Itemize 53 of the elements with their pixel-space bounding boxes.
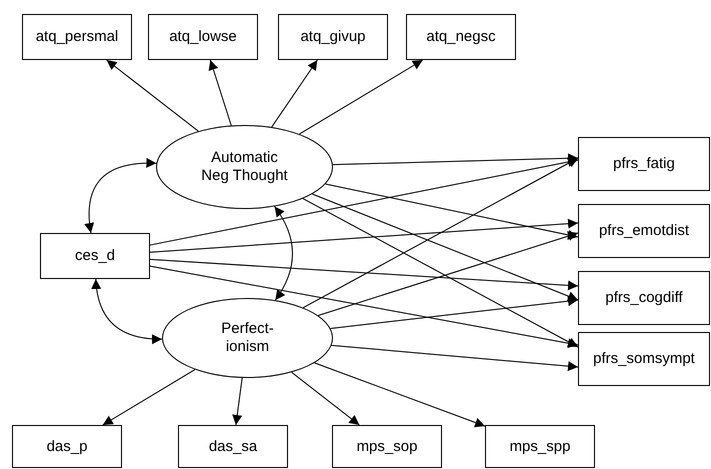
observed-variable-box <box>40 233 150 279</box>
path-arrow <box>298 60 424 135</box>
observed-variable-box <box>22 14 132 60</box>
observed-variable-box <box>406 14 516 60</box>
path-arrow <box>102 369 196 426</box>
variable-label: ces_d <box>74 247 116 265</box>
variable-label: mps_spp <box>510 438 570 456</box>
covariance-arrow <box>84 158 157 234</box>
variable-label: atq_givup <box>300 28 366 46</box>
path-arrow <box>291 372 360 426</box>
latent-variable-ellipse <box>156 125 333 209</box>
path-arrow <box>318 231 578 316</box>
observed-variable-box <box>332 425 442 468</box>
observed-variable-box <box>485 425 595 468</box>
path-arrow <box>150 266 578 348</box>
path-arrow <box>332 153 578 166</box>
latent-variable-ellipse <box>162 298 333 378</box>
variable-label: mps_sop <box>356 438 418 456</box>
variable-label: das_p <box>46 438 88 456</box>
observed-variable-box <box>278 14 388 60</box>
variable-label: atq_persmal <box>36 28 118 46</box>
path-arrow <box>208 60 232 126</box>
path-arrow <box>302 158 578 308</box>
variable-label: das_sa <box>208 438 258 456</box>
observed-variable-box <box>148 14 258 60</box>
path-arrow <box>324 184 578 240</box>
path-arrow <box>150 218 578 253</box>
path-arrow <box>314 362 486 428</box>
variable-label: pfrs_fatig <box>613 155 675 173</box>
variable-label: Perfect- ionism <box>220 320 275 356</box>
observed-variable-box <box>578 137 710 191</box>
variable-label: atq_lowse <box>169 28 237 46</box>
path-arrow <box>150 157 578 246</box>
variable-label: pfrs_cogdiff <box>605 289 683 307</box>
observed-variable-box <box>578 332 710 386</box>
path-arrow <box>150 258 578 290</box>
path-arrow <box>106 60 199 132</box>
path-arrow <box>312 194 578 301</box>
variable-label: pfrs_somsympt <box>593 350 695 368</box>
observed-variable-box <box>578 271 710 325</box>
covariance-arrow <box>274 206 293 301</box>
observed-variable-box <box>578 204 710 258</box>
path-arrow <box>330 296 578 329</box>
observed-variable-box <box>178 425 288 468</box>
path-arrow <box>302 198 578 348</box>
covariance-arrow <box>92 278 163 344</box>
path-arrow <box>271 60 318 128</box>
path-arrow <box>331 344 578 372</box>
variable-label: pfrs_emotdist <box>598 222 690 240</box>
variable-label: Automatic Neg Thought <box>200 149 289 185</box>
path-arrow <box>232 377 243 426</box>
observed-variable-box <box>12 425 122 468</box>
variable-label: atq_negsc <box>426 28 496 46</box>
